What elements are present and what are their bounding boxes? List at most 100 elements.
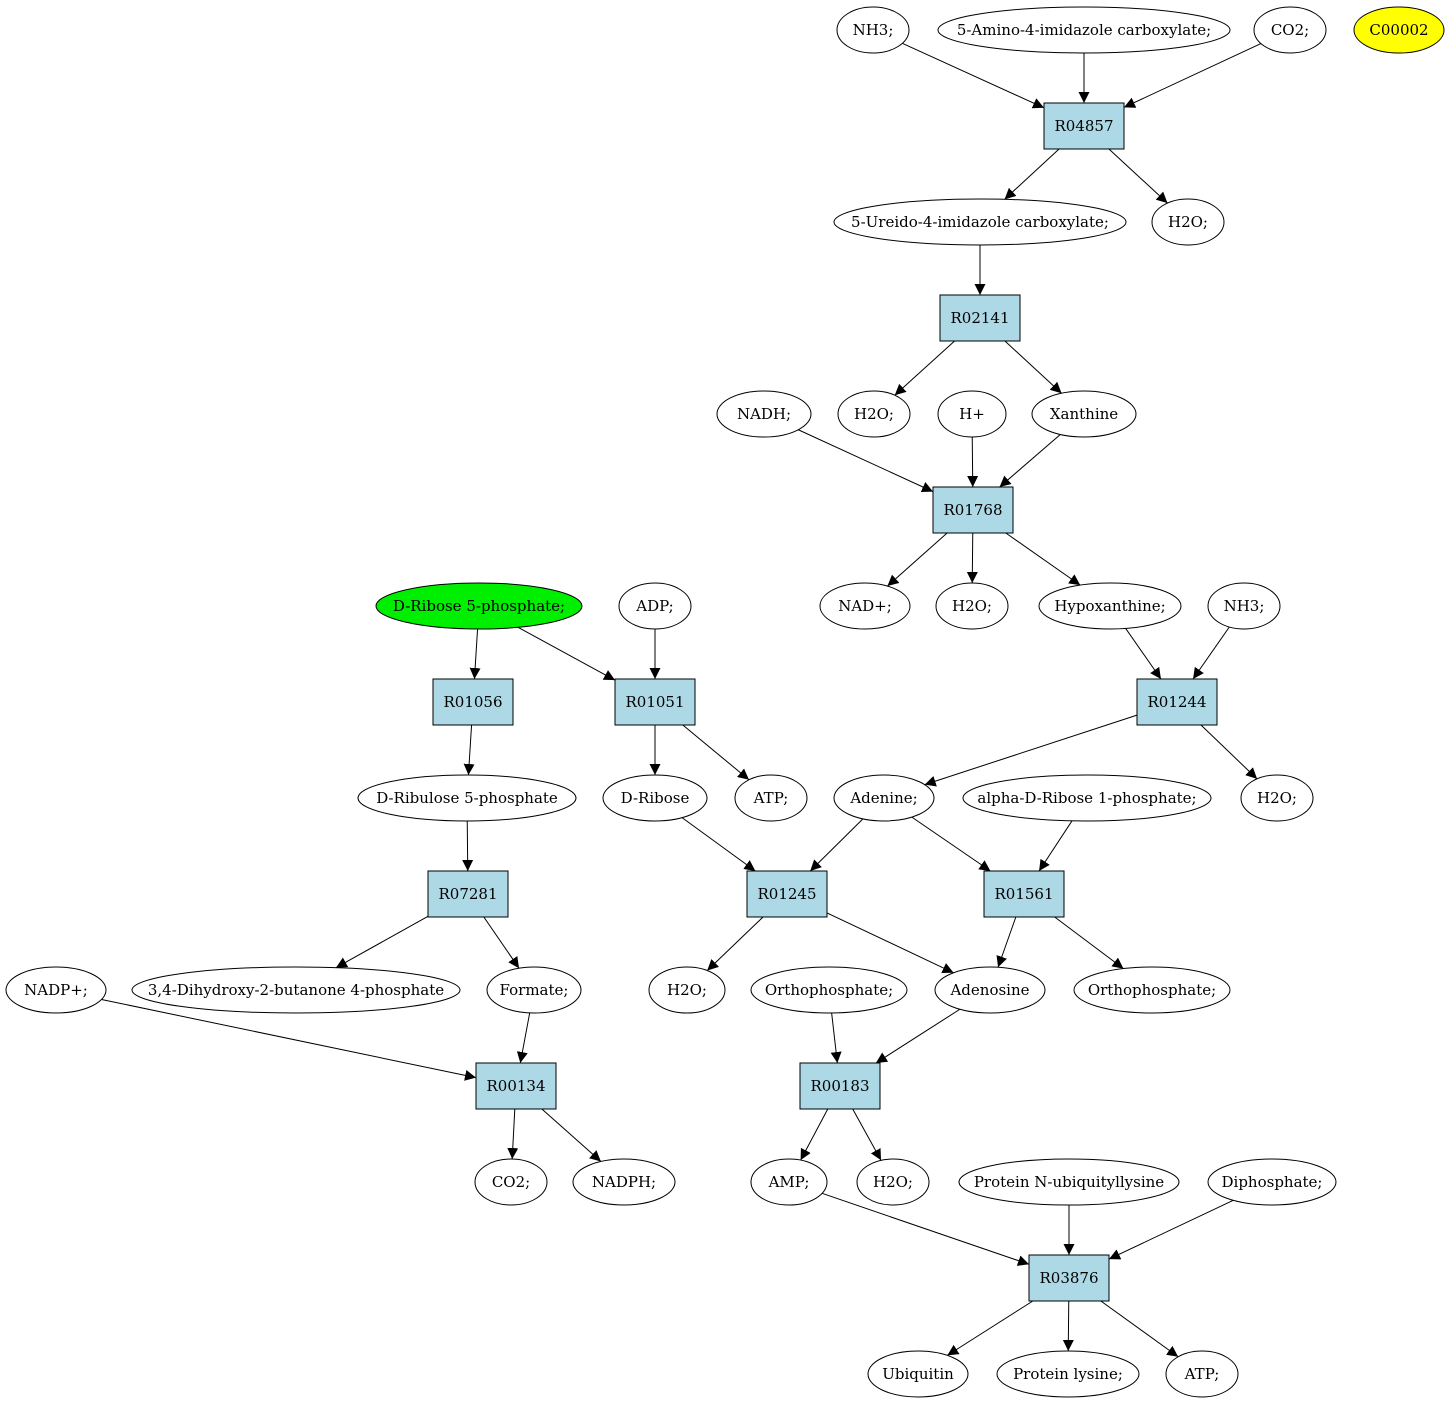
reaction-node: R01244 <box>1136 678 1218 726</box>
node-layer: NH3;5-Amino-4-imidazole carboxylate;CO2;… <box>5 6 1445 1398</box>
edge-arrow <box>1004 340 1062 394</box>
node-label: 3,4-Dihydroxy-2-butanone 4-phosphate <box>148 981 444 999</box>
edge-arrow <box>1062 1300 1074 1352</box>
node-label: H2O; <box>667 981 707 999</box>
compound-node: D-Ribulose 5-phosphate <box>357 774 577 822</box>
node-label: Ubiquitin <box>882 1365 954 1383</box>
node-label: NAD+; <box>838 597 892 615</box>
node-label: Adenosine <box>949 981 1029 999</box>
compound-node: AMP; <box>750 1158 828 1206</box>
edge-arrow <box>887 532 948 587</box>
compound-node: NAD+; <box>819 582 911 630</box>
compound-ellipse <box>1165 1350 1239 1398</box>
reaction-box <box>427 870 509 918</box>
compound-node: Protein lysine; <box>996 1350 1140 1398</box>
compound-node: 5-Ureido-4-imidazole carboxylate; <box>833 198 1127 246</box>
node-label: D-Ribulose 5-phosphate <box>376 789 558 807</box>
node-label: R03876 <box>1039 1269 1098 1287</box>
compound-node: Xanthine <box>1031 390 1137 438</box>
compound-ellipse <box>937 390 1007 438</box>
compound-node: NH3; <box>1207 582 1281 630</box>
edge-arrow <box>911 816 991 872</box>
reaction-node: R01561 <box>983 870 1065 918</box>
compound-ellipse <box>716 390 812 438</box>
reaction-node: R04857 <box>1043 102 1125 150</box>
compound-ellipse <box>937 6 1231 54</box>
edge-arrow <box>1108 1199 1234 1260</box>
compound-node: CO2; <box>474 1158 548 1206</box>
compound-node: Protein N-ubiquityllysine <box>958 1158 1180 1206</box>
compound-node: ATP; <box>1165 1350 1239 1398</box>
reaction-node: R02141 <box>939 294 1021 342</box>
compound-node: alpha-D-Ribose 1-phosphate; <box>962 774 1212 822</box>
reaction-box <box>1028 1254 1110 1302</box>
compound-ellipse <box>572 1158 676 1206</box>
node-label: C00002 <box>1369 21 1428 39</box>
compound-node: H2O; <box>648 966 726 1014</box>
compound-node: ATP; <box>734 774 808 822</box>
compound-ellipse <box>934 966 1046 1014</box>
compound-ellipse <box>935 582 1009 630</box>
node-label: Orthophosphate; <box>765 981 893 999</box>
node-label: Adenine; <box>849 789 917 807</box>
node-label: H2O; <box>1257 789 1297 807</box>
compound-ellipse <box>1240 774 1314 822</box>
edge-arrow <box>902 42 1045 109</box>
node-label: D-Ribose <box>621 789 690 807</box>
edge-arrow <box>469 628 481 680</box>
edge-arrow <box>101 999 477 1081</box>
compound-ellipse <box>375 582 583 630</box>
edge-arrow <box>682 724 750 781</box>
node-label: Protein N-ubiquityllysine <box>974 1173 1164 1191</box>
reaction-node: R01056 <box>432 678 514 726</box>
edge-arrow <box>1004 148 1060 200</box>
compound-ellipse <box>131 966 461 1014</box>
edge-layer <box>101 42 1262 1358</box>
node-label: AMP; <box>768 1173 810 1191</box>
node-label: ADP; <box>635 597 673 615</box>
edge-arrow <box>1108 148 1168 204</box>
compound-node: C00002 <box>1353 6 1445 54</box>
edge-arrow <box>894 340 955 396</box>
node-label: Orthophosphate; <box>1088 981 1216 999</box>
node-label: H2O; <box>873 1173 913 1191</box>
edge-arrow <box>1123 43 1262 108</box>
node-label: CO2; <box>1271 21 1309 39</box>
edge-arrow <box>681 817 756 872</box>
node-label: R07281 <box>438 885 497 903</box>
compound-ellipse <box>1031 390 1137 438</box>
edge-arrow <box>1100 1300 1179 1358</box>
compound-ellipse <box>1207 1158 1337 1206</box>
compound-node: Diphosphate; <box>1207 1158 1337 1206</box>
edge-arrow <box>966 532 978 584</box>
node-label: NADPH; <box>592 1173 656 1191</box>
edge-arrow <box>1038 820 1073 872</box>
reaction-node: R01051 <box>614 678 696 726</box>
edge-arrow <box>996 916 1017 968</box>
edge-arrow <box>463 724 475 776</box>
compound-node: Orthophosphate; <box>750 966 908 1014</box>
edge-arrow <box>483 916 520 969</box>
compound-ellipse <box>5 966 107 1014</box>
edge-arrow <box>826 912 954 974</box>
node-label: Hypoxanthine; <box>1054 597 1165 615</box>
reaction-box <box>799 1062 881 1110</box>
node-label: R00134 <box>486 1077 545 1095</box>
edge-arrow <box>1192 626 1230 680</box>
node-label: NADP+; <box>24 981 88 999</box>
node-label: R01051 <box>625 693 684 711</box>
compound-ellipse <box>1151 198 1225 246</box>
node-label: NH3; <box>1224 597 1265 615</box>
edge-arrow <box>875 1008 961 1064</box>
compound-node: NH3; <box>836 6 910 54</box>
compound-ellipse <box>618 582 692 630</box>
compound-node: Adenine; <box>833 774 935 822</box>
edge-arrow <box>1005 532 1081 586</box>
compound-ellipse <box>750 1158 828 1206</box>
reaction-box <box>614 678 696 726</box>
node-label: H2O; <box>952 597 992 615</box>
compound-node: NADP+; <box>5 966 107 1014</box>
reaction-box <box>432 678 514 726</box>
edge-arrow <box>507 1108 519 1160</box>
